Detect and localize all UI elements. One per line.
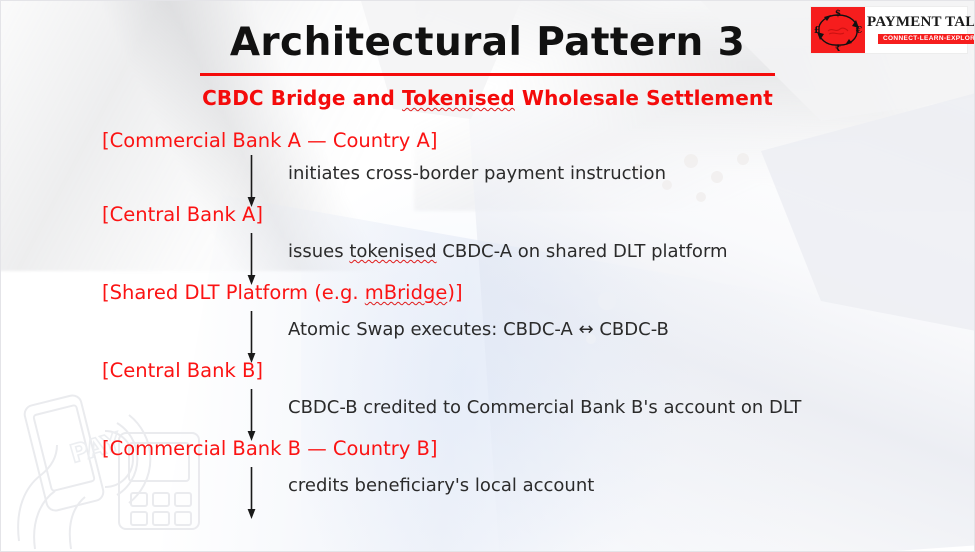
flow-edge-description: issues tokenised CBDC-A on shared DLT pl…	[288, 243, 728, 261]
node-label-run: [Central Bank B]	[102, 359, 263, 382]
flow-node-label: [Central Bank A]	[102, 205, 263, 225]
edge-desc-run: Atomic Swap executes: CBDC-A ↔ CBDC-B	[288, 319, 669, 340]
edge-desc-run: CBDC-B credited to Commercial Bank B's a…	[288, 397, 802, 418]
edge-desc-run: credits beneficiary's local account	[288, 475, 595, 496]
subtitle-run: CBDC Bridge and	[202, 85, 403, 110]
node-label-run: [Commercial Bank A — Country A]	[102, 129, 438, 152]
flow-edge-description: credits beneficiary's local account	[288, 477, 594, 495]
flow-edge-description: Atomic Swap executes: CBDC-A ↔ CBDC-B	[288, 321, 669, 339]
flow-node-label: [Central Bank B]	[102, 361, 263, 381]
svg-text:£: £	[814, 26, 820, 36]
page-subtitle: CBDC Bridge and Tokenised Wholesale Sett…	[1, 87, 974, 109]
logo-tagline-badge: CONNECT-LEARN-EXPLORE	[877, 33, 974, 45]
logo-currency-circle-icon: $ € ₹ £	[811, 7, 865, 53]
flow-arrow-down-icon	[245, 311, 258, 363]
node-label-run: [Central Bank A]	[102, 203, 263, 226]
logo-text-block: PAYMENT TALKS CONNECT-LEARN-EXPLORE	[865, 7, 975, 53]
payment-talks-logo: $ € ₹ £ PAYMENT TALKS CONNECT-LEARN-EXPL…	[810, 6, 974, 54]
flow-edge-description: initiates cross-border payment instructi…	[288, 165, 666, 183]
title-underline-rule	[200, 72, 775, 76]
subtitle-run: Wholesale Settlement	[514, 85, 773, 110]
flow-node-label: [Commercial Bank A — Country A]	[102, 131, 437, 151]
flow-arrow-down-icon	[245, 233, 258, 285]
flow-arrow-down-icon	[245, 467, 258, 519]
spellcheck-underlined-word: mBridge	[364, 281, 448, 304]
flow-arrow-down-icon	[245, 389, 258, 441]
edge-desc-run: initiates cross-border payment instructi…	[288, 163, 666, 184]
spellcheck-underlined-word: Tokenised	[402, 85, 515, 110]
node-label-run: )]	[447, 281, 463, 304]
svg-text:₹: ₹	[835, 44, 841, 53]
spellcheck-underlined-word: tokenised	[349, 241, 437, 262]
node-label-run: [Commercial Bank B — Country B]	[102, 437, 438, 460]
svg-text:$: $	[835, 9, 841, 19]
flow-edge-description: CBDC-B credited to Commercial Bank B's a…	[288, 399, 801, 417]
svg-text:€: €	[855, 26, 862, 36]
flow-node-label: [Commercial Bank B — Country B]	[102, 439, 438, 459]
node-label-run: [Shared DLT Platform (e.g.	[102, 281, 365, 304]
flow-node-label: [Shared DLT Platform (e.g. mBridge)]	[102, 283, 463, 303]
edge-desc-run: CBDC-A on shared DLT platform	[436, 241, 728, 262]
edge-desc-run: issues	[288, 241, 350, 262]
logo-title: PAYMENT TALKS	[867, 13, 975, 30]
flow-arrow-down-icon	[245, 155, 258, 207]
